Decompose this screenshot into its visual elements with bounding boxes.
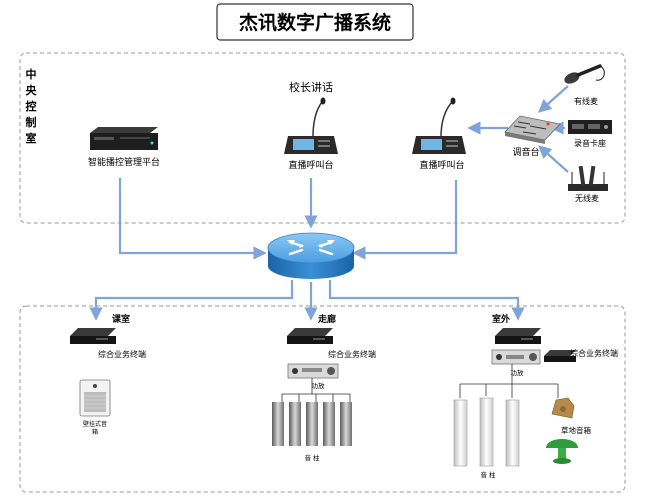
paging-console-icon xyxy=(284,97,338,154)
server-rack-icon xyxy=(90,127,158,150)
lower-links xyxy=(89,280,525,321)
mixer-icon xyxy=(504,115,561,144)
link-router-classroom xyxy=(89,280,294,321)
wireless-mic-icon xyxy=(568,165,608,191)
zone-corridor-label: 走廊 xyxy=(317,313,336,325)
server-label: 智能播控管理平台 xyxy=(88,156,160,168)
wired-mic-icon xyxy=(564,64,605,84)
column-label: 音 柱 xyxy=(304,453,320,462)
business-terminal-icon xyxy=(287,328,333,344)
terminal-label: 综合业务终端 xyxy=(328,349,376,359)
paging-console-icon xyxy=(412,97,466,154)
amp-to-outdoor-wire xyxy=(459,364,559,398)
title-box: 杰讯数字广播系统 xyxy=(216,3,414,41)
column-label: 音 柱 xyxy=(480,470,496,479)
wall-speaker-label: 壁挂式音 xyxy=(83,420,107,428)
console2-label: 直播呼叫台 xyxy=(419,159,464,171)
link-router-outdoor xyxy=(328,280,525,321)
rock-speaker-icon xyxy=(551,397,575,419)
control-room-region xyxy=(19,52,626,224)
side-char: 中 xyxy=(26,67,37,81)
amp-label: 功放 xyxy=(312,381,326,390)
amplifier-icon xyxy=(287,363,339,379)
amplifier-icon xyxy=(491,349,541,365)
wireless-mic-label: 无线麦 xyxy=(575,193,599,203)
link-wirelessmic-mixer xyxy=(538,145,569,173)
business-terminal-icon xyxy=(70,328,116,344)
zone-outdoor-label: 室外 xyxy=(492,313,510,325)
link-console2-router xyxy=(352,180,458,260)
cassette-recorder-icon xyxy=(568,120,612,134)
side-char: 央 xyxy=(26,83,38,97)
recorder-label: 录音卡座 xyxy=(574,138,606,148)
wired-mic-label: 有线麦 xyxy=(574,96,598,106)
router-icon xyxy=(267,232,355,279)
lawn-speaker-label: 草地音箱 xyxy=(561,425,591,435)
outdoor-column-speaker-icon xyxy=(453,397,520,467)
terminal-label: 综合业务终端 xyxy=(570,348,618,358)
wall-speaker-icon xyxy=(79,379,111,417)
control-room-side-label: 中 央 控 制 室 xyxy=(26,67,38,145)
upper-links xyxy=(118,85,569,260)
principal-speech-label: 校长讲话 xyxy=(289,80,333,94)
terminal-label: 综合业务终端 xyxy=(98,349,146,359)
side-char: 室 xyxy=(26,131,37,145)
wall-speaker-label: 箱 xyxy=(92,428,98,436)
zones-region xyxy=(19,305,626,493)
side-char: 控 xyxy=(26,99,37,113)
console1-label: 直播呼叫台 xyxy=(288,159,333,171)
page-title: 杰讯数字广播系统 xyxy=(239,11,391,34)
mushroom-lawn-speaker-icon xyxy=(546,439,578,464)
side-char: 制 xyxy=(26,115,37,129)
mixer-label: 调音台 xyxy=(512,146,539,158)
amp-to-columns-wire xyxy=(281,378,351,402)
link-wiredmic-mixer xyxy=(538,85,569,113)
business-terminal-icon xyxy=(544,350,576,362)
zone-classroom-label: 课室 xyxy=(112,313,130,325)
column-speaker-icon xyxy=(272,402,352,446)
amp-label: 功放 xyxy=(511,368,525,377)
business-terminal-icon xyxy=(495,328,541,344)
link-server-router xyxy=(118,178,267,260)
